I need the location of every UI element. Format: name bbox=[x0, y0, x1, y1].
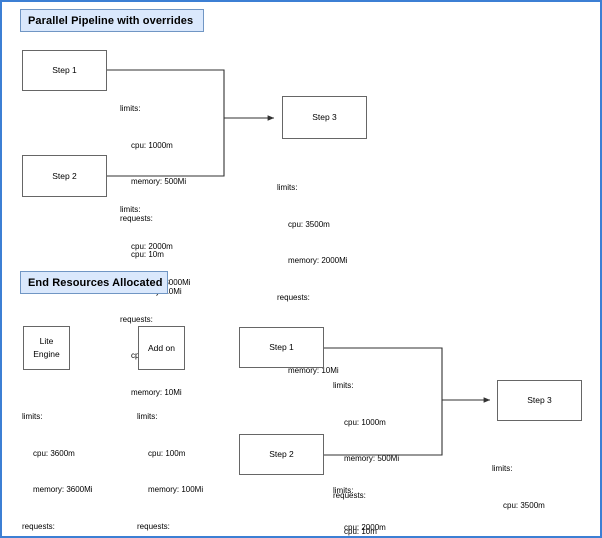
limits-memory: memory: 2000Mi bbox=[288, 256, 348, 266]
limits-header: limits: bbox=[333, 381, 354, 391]
section-title-end-resources-label: End Resources Allocated bbox=[28, 276, 163, 289]
limits-header: limits: bbox=[277, 183, 298, 193]
node-lite-engine-label: Lite Engine bbox=[33, 336, 60, 359]
limits-memory: memory: 100Mi bbox=[148, 485, 204, 495]
limits-header: limits: bbox=[137, 412, 158, 422]
limits-header: limits: bbox=[120, 104, 141, 114]
node-bottom-step-2[interactable]: Step 2 bbox=[239, 434, 324, 475]
section-title-end-resources: End Resources Allocated bbox=[20, 271, 168, 294]
section-title-parallel-pipeline-label: Parallel Pipeline with overrides bbox=[28, 14, 194, 27]
node-bottom-step-3-label: Step 3 bbox=[527, 395, 552, 406]
limits-memory: memory: 3600Mi bbox=[33, 485, 93, 495]
resources-lite-engine: limits: cpu: 3600m memory: 3600Mi reques… bbox=[22, 387, 93, 536]
requests-header: requests: bbox=[277, 292, 310, 302]
node-bottom-step-3[interactable]: Step 3 bbox=[497, 380, 582, 421]
limits-cpu: cpu: 3500m bbox=[288, 219, 330, 229]
node-add-on-label: Add on bbox=[148, 342, 175, 353]
node-top-step-1[interactable]: Step 1 bbox=[22, 50, 107, 91]
node-top-step-2-label: Step 2 bbox=[52, 170, 77, 181]
requests-memory: memory: 10Mi bbox=[131, 387, 182, 397]
node-top-step-3[interactable]: Step 3 bbox=[282, 96, 367, 139]
limits-header: limits: bbox=[120, 205, 141, 215]
limits-cpu: cpu: 3500m bbox=[503, 500, 545, 510]
limits-header: limits: bbox=[22, 412, 43, 422]
limits-header: limits: bbox=[333, 486, 354, 496]
limits-cpu: cpu: 100m bbox=[148, 448, 186, 458]
node-bottom-step-2-label: Step 2 bbox=[269, 449, 294, 460]
requests-header: requests: bbox=[22, 521, 55, 531]
section-title-parallel-pipeline: Parallel Pipeline with overrides bbox=[20, 9, 204, 32]
node-top-step-1-label: Step 1 bbox=[52, 65, 77, 76]
limits-header: limits: bbox=[492, 464, 513, 474]
node-add-on[interactable]: Add on bbox=[138, 326, 185, 370]
requests-cpu: cpu: 10m bbox=[344, 527, 377, 537]
limits-cpu: cpu: 2000m bbox=[344, 522, 386, 532]
limits-cpu: cpu: 3600m bbox=[33, 448, 75, 458]
requests-header: requests: bbox=[120, 314, 153, 324]
node-top-step-3-label: Step 3 bbox=[312, 112, 337, 123]
node-bottom-step-1-label: Step 1 bbox=[269, 342, 294, 353]
node-lite-engine[interactable]: Lite Engine bbox=[23, 326, 70, 370]
resources-bottom-step-2: limits: cpu: 2000m memory: 3000Mi reques… bbox=[333, 461, 404, 536]
requests-header: requests: bbox=[137, 521, 170, 531]
requests-header: requests: bbox=[333, 490, 366, 500]
node-bottom-step-1[interactable]: Step 1 bbox=[239, 327, 324, 368]
requests-header: requests: bbox=[120, 213, 153, 223]
resources-add-on: limits: cpu: 100m memory: 100Mi requests… bbox=[137, 387, 204, 536]
limits-cpu: cpu: 2000m bbox=[131, 241, 173, 251]
node-top-step-2[interactable]: Step 2 bbox=[22, 155, 107, 197]
requests-cpu: cpu: 10m bbox=[131, 250, 164, 260]
limits-memory: memory: 500Mi bbox=[131, 177, 187, 187]
resources-bottom-step-3: limits: cpu: 3500m memory: 2000Mi reques… bbox=[492, 439, 563, 536]
limits-cpu: cpu: 1000m bbox=[131, 140, 173, 150]
limits-memory: memory: 500Mi bbox=[344, 454, 400, 464]
limits-cpu: cpu: 1000m bbox=[344, 417, 386, 427]
